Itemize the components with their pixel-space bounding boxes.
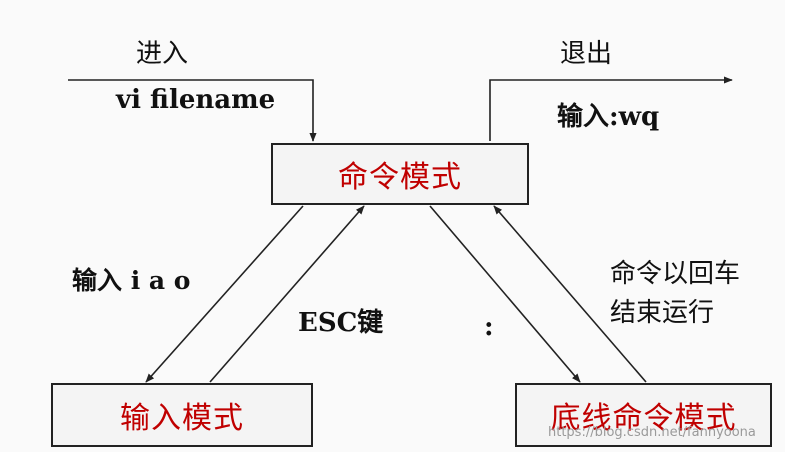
input-iao-label: 输入 i a o bbox=[72, 266, 191, 295]
enter-run-label-line2: 结束运行 bbox=[610, 298, 715, 328]
insert-mode-label: 输入模式 bbox=[120, 401, 244, 436]
input-wq-label: 输入:wq bbox=[557, 102, 660, 132]
esc-return-arrow bbox=[209, 205, 365, 383]
enter-run-label-line1: 命令以回车 bbox=[610, 259, 741, 289]
enter-label: 进入 bbox=[136, 39, 189, 69]
command-mode-label: 命令模式 bbox=[338, 160, 462, 195]
quit-label: 退出 bbox=[560, 39, 613, 69]
vi-filename-label: vi filename bbox=[116, 85, 276, 115]
watermark-text: https://blog.csdn.net/fannyoona bbox=[548, 425, 756, 440]
insert-mode-node: 输入模式 bbox=[51, 383, 313, 447]
to-insert-mode-arrow bbox=[145, 205, 304, 383]
colon-label: : bbox=[484, 312, 494, 342]
enter-return-arrow bbox=[493, 205, 647, 383]
esc-key-label: ESC键 bbox=[298, 308, 384, 338]
enter-arrow bbox=[68, 79, 317, 142]
command-mode-node: 命令模式 bbox=[271, 143, 529, 205]
quit-arrow bbox=[489, 76, 733, 141]
last-line-mode-label: 底线命令模式 bbox=[550, 401, 737, 436]
to-last-line-mode-arrow bbox=[429, 205, 581, 383]
last-line-mode-node: 底线命令模式 bbox=[515, 383, 772, 447]
